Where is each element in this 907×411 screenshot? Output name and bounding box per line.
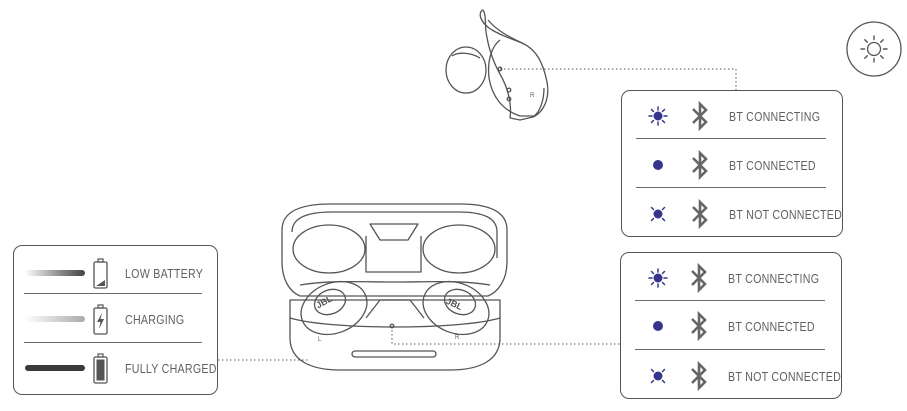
bt-row-label: BT CONNECTING <box>728 271 820 286</box>
solid-bar-dark <box>25 365 85 371</box>
battery-full-icon <box>93 353 108 384</box>
slow-blink-led-icon <box>650 206 666 222</box>
bluetooth-icon <box>692 198 708 230</box>
divider <box>635 349 825 350</box>
battery-row-label: CHARGING <box>125 312 185 327</box>
battery-row-full: FULLY CHARGED <box>14 345 217 393</box>
svg-text:R: R <box>530 93 535 99</box>
bluetooth-icon <box>692 149 708 181</box>
bluetooth-icon <box>691 310 707 342</box>
bt-row-connected: BT CONNECTED <box>622 141 842 189</box>
divider <box>636 187 826 188</box>
earbud-illustration: R <box>445 9 549 121</box>
battery-row-label: FULLY CHARGED <box>125 361 217 376</box>
blinking-led-icon <box>648 106 668 126</box>
bt-status-panel-earbud: BT CONNECTING BT CONNECTED BT NOT CONNEC… <box>621 90 843 237</box>
blinking-led-icon <box>648 268 668 288</box>
bt-row-connecting: BT CONNECTING <box>621 254 841 302</box>
bt-status-panel-case: BT CONNECTING BT CONNECTED BT NOT CONNEC… <box>620 252 842 399</box>
bt-row-not-connected: BT NOT CONNECTED <box>622 190 842 238</box>
bt-row-connecting: BT CONNECTING <box>622 92 842 140</box>
svg-text:L: L <box>318 337 322 343</box>
bluetooth-icon <box>692 100 708 132</box>
battery-row-charging: CHARGING <box>14 296 217 344</box>
charging-case-illustration: L R JBL JBL <box>281 203 508 371</box>
bt-row-connected: BT CONNECTED <box>621 302 841 350</box>
divider <box>24 342 202 343</box>
divider <box>635 300 825 301</box>
bt-row-label: BT CONNECTING <box>729 109 821 124</box>
solid-led-icon <box>653 321 663 331</box>
bt-row-not-connected: BT NOT CONNECTED <box>621 352 841 400</box>
fade-bar-dark-left <box>25 270 85 276</box>
slow-blink-led-icon <box>650 368 666 384</box>
battery-status-panel: LOW BATTERY CHARGING FULLY CHARGED <box>13 245 218 395</box>
fade-bar-light <box>25 316 85 322</box>
battery-row-label: LOW BATTERY <box>125 266 204 281</box>
divider <box>636 138 826 139</box>
bt-row-label: BT NOT CONNECTED <box>728 369 842 384</box>
bt-row-label: BT NOT CONNECTED <box>729 207 843 222</box>
solid-led-icon <box>653 160 663 170</box>
light-sun-icon <box>846 21 902 77</box>
battery-charging-icon <box>93 304 108 335</box>
bt-row-label: BT CONNECTED <box>728 319 815 334</box>
svg-text:R: R <box>455 335 460 341</box>
divider <box>24 293 202 294</box>
svg-text:JBL: JBL <box>444 296 464 312</box>
bluetooth-icon <box>691 262 707 294</box>
bluetooth-icon <box>691 360 707 392</box>
battery-row-low: LOW BATTERY <box>14 250 217 298</box>
bt-row-label: BT CONNECTED <box>729 158 816 173</box>
battery-low-icon <box>93 258 108 289</box>
